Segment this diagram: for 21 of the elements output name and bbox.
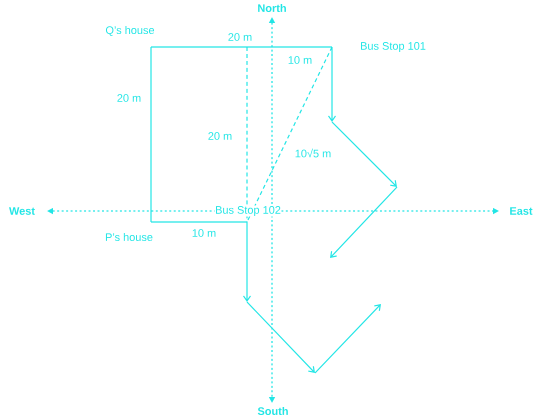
path-line: [151, 46, 332, 48]
direction-label: West: [8, 206, 36, 216]
distance-label: 10 m: [287, 56, 313, 64]
direction-label: North: [256, 3, 288, 13]
path-line: [246, 46, 333, 222]
direction-label: South: [256, 406, 290, 416]
distance-label: 20 m: [207, 132, 233, 140]
path-line: [151, 221, 247, 223]
place-label: Bus Stop 101: [361, 42, 426, 52]
distance-label: 10√5 m: [294, 148, 332, 158]
path-line: [246, 47, 248, 222]
place-label: Q’s house: [106, 26, 154, 36]
place-label: Bus Stop 102: [214, 206, 282, 216]
distance-label: 10 m: [191, 228, 217, 238]
path-line: [150, 47, 152, 222]
route-arrow: [243, 222, 381, 374]
place-label: P’s house: [106, 232, 152, 242]
route-arrow: [328, 47, 398, 258]
distance-label: 20 m: [116, 94, 142, 102]
direction-label: East: [508, 206, 534, 216]
distance-label: 20 m: [227, 32, 253, 42]
